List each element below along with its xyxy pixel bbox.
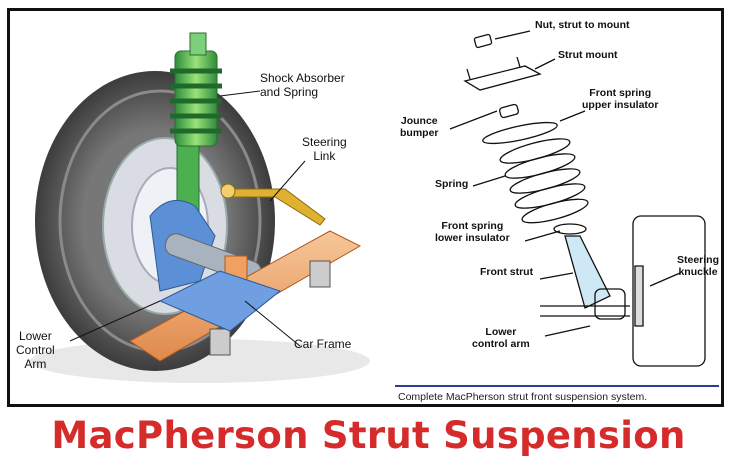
upper-insulator-icon [482,121,558,145]
label-spring: Spring [435,178,469,190]
wheel-outline-icon [632,215,706,367]
macpherson-illustration [30,32,370,383]
front-strut-icon [564,235,611,309]
exploded-strut-drawing [449,30,706,367]
jounce-bumper-icon [499,103,519,119]
label-nut: Nut, strut to mount [535,19,630,31]
leader-lines [69,90,306,347]
spring-icon [499,138,589,224]
nut-icon [473,33,493,49]
strut-mount-icon [463,65,542,91]
label-front-strut: Front strut [480,266,534,278]
label-car-frame: Car Frame [294,337,352,351]
lower-control-arm-drawing [540,305,630,317]
caption-rule [395,385,719,387]
page-title: MacPherson Strut Suspension [51,414,686,457]
lower-insulator-icon [553,223,587,235]
knuckle-icon [634,265,644,327]
steering-link-icon [220,183,326,226]
label-strut-mount: Strut mount [558,49,618,61]
figure-caption: Complete MacPherson strut front suspensi… [398,391,648,403]
lower-control-arm-icon [158,270,282,332]
